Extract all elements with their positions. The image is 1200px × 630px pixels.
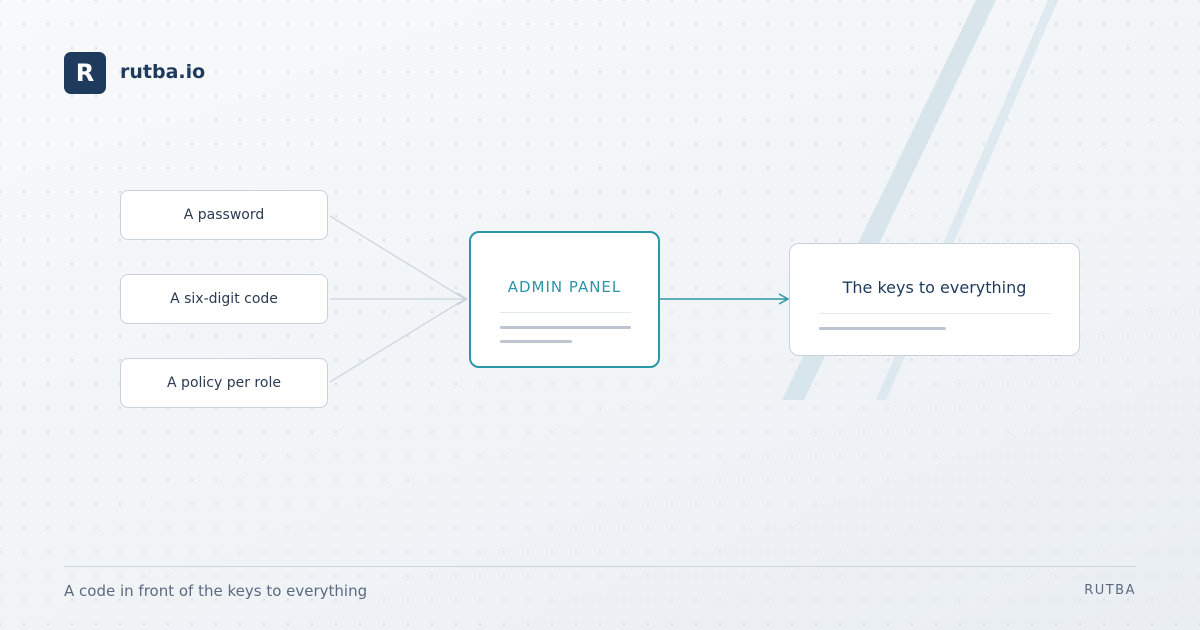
admin-panel-divider [500, 312, 631, 313]
admin-panel-title: ADMIN PANEL [507, 278, 622, 296]
logo-letter: R [75, 59, 95, 87]
logo-mark: R [64, 52, 106, 94]
connector-password [329, 215, 466, 300]
input-node-code: A six-digit code [120, 274, 328, 324]
placeholder-bar [500, 340, 572, 343]
keys-node-title: The keys to everything [842, 278, 1027, 297]
input-node-password: A password [120, 190, 328, 240]
input-node-policy: A policy per role [120, 358, 328, 408]
connector-policy [329, 298, 466, 383]
footer-divider [64, 566, 1136, 567]
footer-tagline: A code in front of the keys to everythin… [64, 582, 368, 600]
keys-node: The keys to everything [789, 243, 1080, 356]
input-node-label: A password [183, 207, 265, 223]
brand-name: rutba.io [120, 61, 206, 83]
footer-brand: RUTBA [1084, 583, 1136, 598]
arrowhead-inputs [456, 292, 469, 306]
arrowhead-output [778, 293, 790, 305]
admin-panel-node: ADMIN PANEL [469, 231, 660, 368]
keys-node-divider [819, 313, 1051, 314]
placeholder-bar [500, 326, 631, 329]
input-node-label: A policy per role [167, 375, 281, 391]
placeholder-bar [819, 327, 946, 330]
input-node-label: A six-digit code [170, 291, 278, 307]
